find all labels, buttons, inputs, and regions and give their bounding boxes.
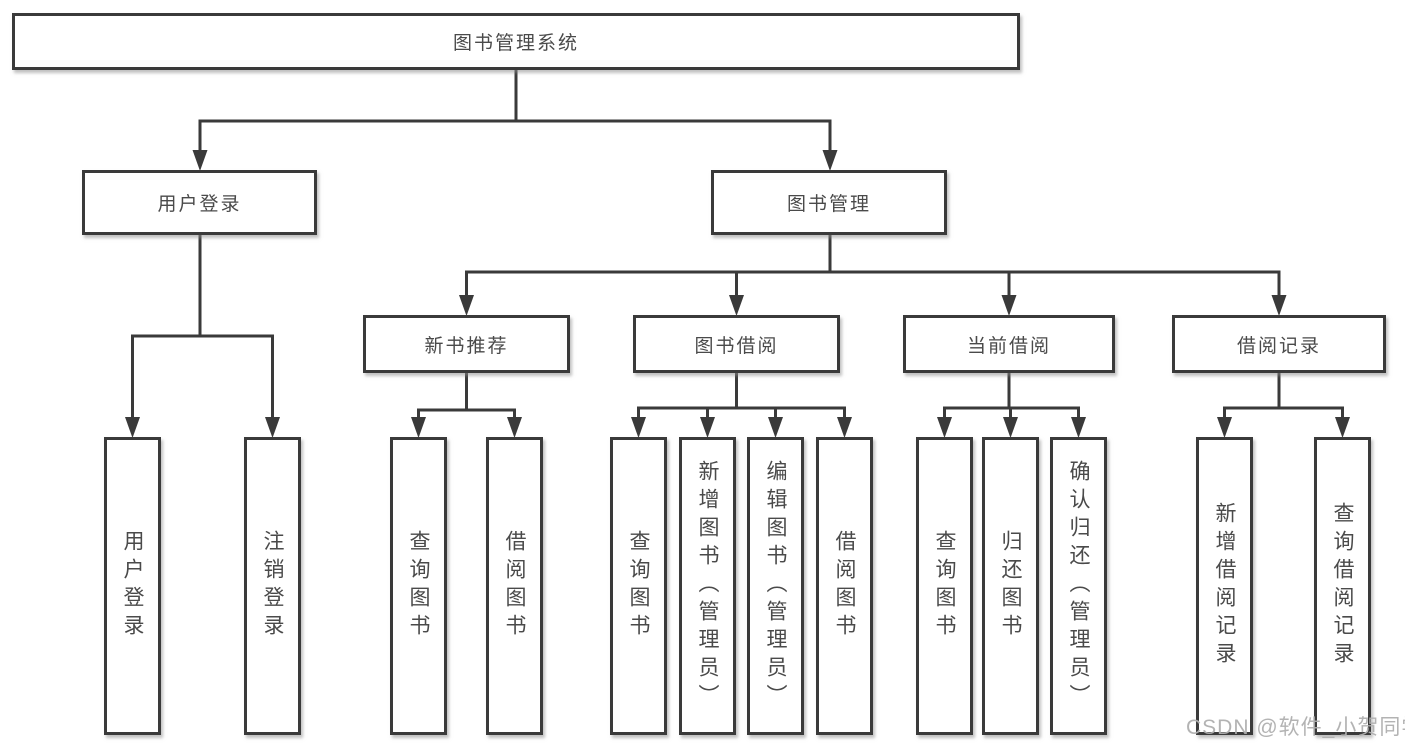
leaf-logout-label: 注销登录 bbox=[261, 530, 284, 642]
node-root: 图书管理系统 bbox=[12, 13, 1020, 70]
watermark-text: CSDN @软件_小贺同学 bbox=[1186, 716, 1405, 739]
leaf-return-book: 归还图书 bbox=[982, 437, 1039, 735]
leaf-return-book-label: 归还图书 bbox=[999, 530, 1022, 642]
leaf-confirm-return-admin-label: 确认归还（管理员） bbox=[1067, 460, 1090, 712]
node-user-login: 用户登录 bbox=[82, 170, 317, 235]
leaf-add-book-admin-label: 新增图书（管理员） bbox=[696, 460, 719, 712]
node-new-book-recommend: 新书推荐 bbox=[363, 315, 570, 373]
node-borrow-records: 借阅记录 bbox=[1172, 315, 1386, 373]
leaf-logout: 注销登录 bbox=[244, 437, 301, 735]
leaf-query-books-current: 查询图书 bbox=[916, 437, 973, 735]
leaf-confirm-return-admin: 确认归还（管理员） bbox=[1050, 437, 1107, 735]
leaf-query-books-current-label: 查询图书 bbox=[933, 530, 956, 642]
node-book-borrow: 图书借阅 bbox=[633, 315, 840, 373]
node-current-borrow: 当前借阅 bbox=[903, 315, 1115, 373]
leaf-user-login-label: 用户登录 bbox=[121, 530, 144, 642]
leaf-query-books-borrow: 查询图书 bbox=[610, 437, 667, 735]
leaf-edit-book-admin: 编辑图书（管理员） bbox=[747, 437, 804, 735]
leaf-borrow-books-recommend: 借阅图书 bbox=[486, 437, 543, 735]
leaf-query-books-recommend: 查询图书 bbox=[390, 437, 447, 735]
leaf-user-login: 用户登录 bbox=[104, 437, 161, 735]
leaf-borrow-books-label: 借阅图书 bbox=[833, 530, 856, 642]
leaf-query-books-recommend-label: 查询图书 bbox=[407, 530, 430, 642]
leaf-add-borrow-record-label: 新增借阅记录 bbox=[1213, 502, 1236, 670]
leaf-query-borrow-record: 查询借阅记录 bbox=[1314, 437, 1371, 735]
leaf-add-book-admin: 新增图书（管理员） bbox=[679, 437, 736, 735]
leaf-borrow-books-recommend-label: 借阅图书 bbox=[503, 530, 526, 642]
node-book-management: 图书管理 bbox=[711, 170, 947, 235]
leaf-edit-book-admin-label: 编辑图书（管理员） bbox=[764, 460, 787, 712]
leaf-add-borrow-record: 新增借阅记录 bbox=[1196, 437, 1253, 735]
leaf-query-books-borrow-label: 查询图书 bbox=[627, 530, 650, 642]
leaf-borrow-books: 借阅图书 bbox=[816, 437, 873, 735]
leaf-query-borrow-record-label: 查询借阅记录 bbox=[1331, 502, 1354, 670]
